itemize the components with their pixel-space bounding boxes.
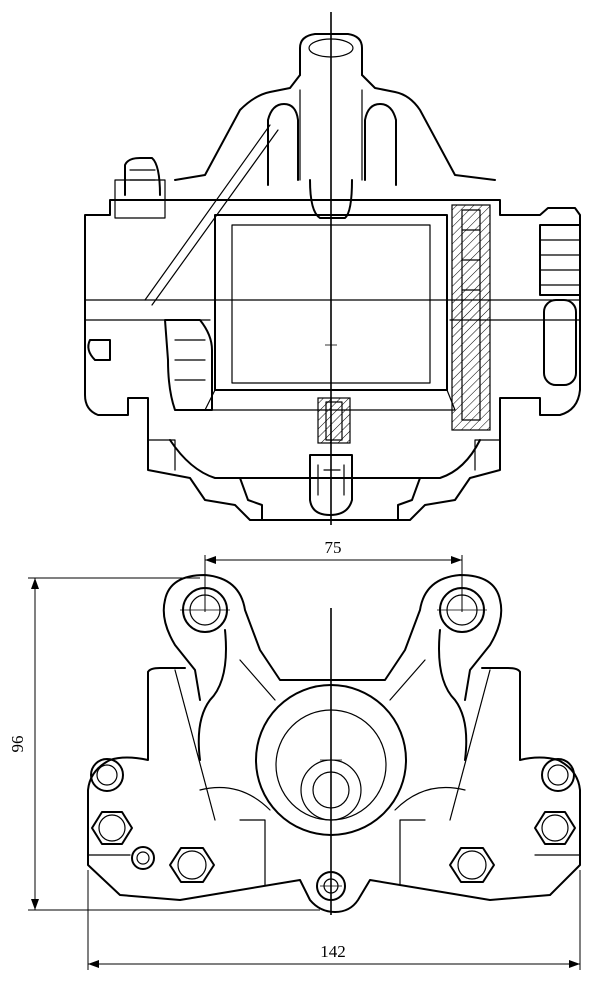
top-view	[84, 12, 581, 525]
dimension-width: 142	[87, 870, 581, 970]
dimension-width-label: 142	[320, 942, 346, 961]
dimension-top-span: 75	[204, 538, 463, 612]
dimension-height-label: 96	[8, 736, 27, 753]
front-view	[87, 574, 581, 915]
dimension-top-span-label: 75	[325, 538, 342, 557]
dimension-height: 96	[8, 577, 320, 911]
